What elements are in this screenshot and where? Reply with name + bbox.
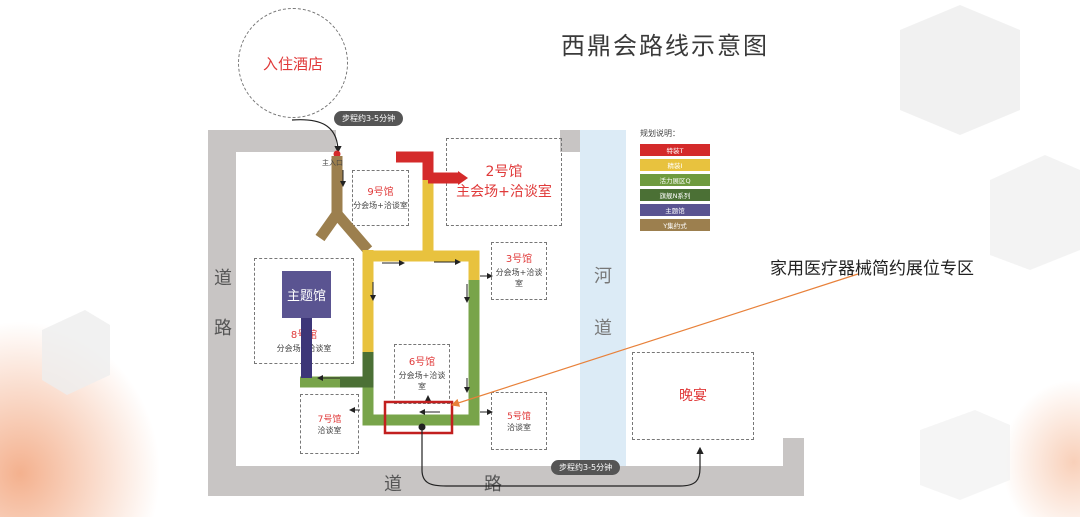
banquet-hall: 晚宴 [632,352,754,440]
hall-7-name: 7号馆 [317,415,342,425]
route-purple [301,318,312,378]
banquet-name: 晚宴 [679,388,707,404]
hall-3-name: 3号馆 [505,254,533,265]
road-bottom-char-2: 路 [484,474,502,495]
route-brown-y [315,205,373,254]
road-bottom-char-1: 道 [384,474,402,495]
river [580,130,626,466]
legend-item-brown: Y集约式 [640,219,710,231]
route-red-arrowhead [458,171,468,185]
hall-6-name: 6号馆 [408,357,436,368]
hall-9-name: 9号馆 [367,186,394,198]
hall-9: 9号馆 分会场+洽谈室 [352,170,409,226]
hotel-circle: 入住酒店 [238,8,348,118]
legend-item-red: 特装T [640,144,710,156]
road-left-char-1: 道 [214,268,232,289]
hall-5: 5号馆 洽谈室 [491,392,547,450]
legend-item-yellow: 精装I [640,159,710,171]
hall-7-sub: 洽谈室 [317,426,342,435]
road-top [208,130,336,152]
road-bottom-right [783,438,804,496]
walk-path-bottom [421,430,704,487]
hall-2: 2号馆 主会场+洽谈室 [446,138,562,226]
road-left [208,130,236,496]
legend-item-green: 活力展区Q [640,174,710,186]
entrance-label: 主入口 [322,159,343,167]
hotel-label: 入住酒店 [262,54,323,73]
callout-text: 家用医疗器械简约展位专区 [770,259,974,279]
hall-6: 6号馆 分会场+洽谈室 [394,344,450,404]
hall-3-sub: 分会场+洽谈室 [495,268,543,288]
entrance-dot [333,150,341,158]
hall-3: 3号馆 分会场+洽谈室 [491,242,547,300]
theme-hall-name: 主题馆 [286,289,326,304]
theme-hall: 主题馆 [282,271,331,318]
route-green-right [384,280,480,426]
route-red [396,151,434,180]
river-char-1: 河 [594,266,612,287]
road-left-char-2: 路 [214,318,232,339]
page-title: 西鼎会路线示意图 [561,32,769,60]
road-top-right [560,130,584,152]
walk-label-top: 步程约3-5分钟 [334,111,404,126]
callout-arrow [450,273,859,407]
legend-item-darkgreen: 旗舰N系列 [640,189,710,201]
hall-2-name: 2号馆 [485,164,523,180]
walk-label-bottom: 步程约3-5分钟 [551,460,621,475]
road-bottom [208,466,804,496]
hall-5-name: 5号馆 [507,412,531,422]
hall-2-sub: 主会场+洽谈室 [456,184,552,200]
route-yellow-top [362,250,480,280]
river-char-2: 道 [594,318,612,339]
walk-path-top [291,119,342,154]
legend-item-purple: 主题馆 [640,204,710,216]
legend-title: 规划说明： [640,129,680,138]
exit-dot [418,423,426,431]
highlight-booth [383,400,454,435]
hall-6-sub: 分会场+洽谈室 [398,371,446,391]
hall-7: 7号馆 洽谈室 [300,394,359,454]
hall-5-sub: 洽谈室 [507,423,531,432]
hall-9-sub: 分会场+洽谈室 [353,200,408,210]
